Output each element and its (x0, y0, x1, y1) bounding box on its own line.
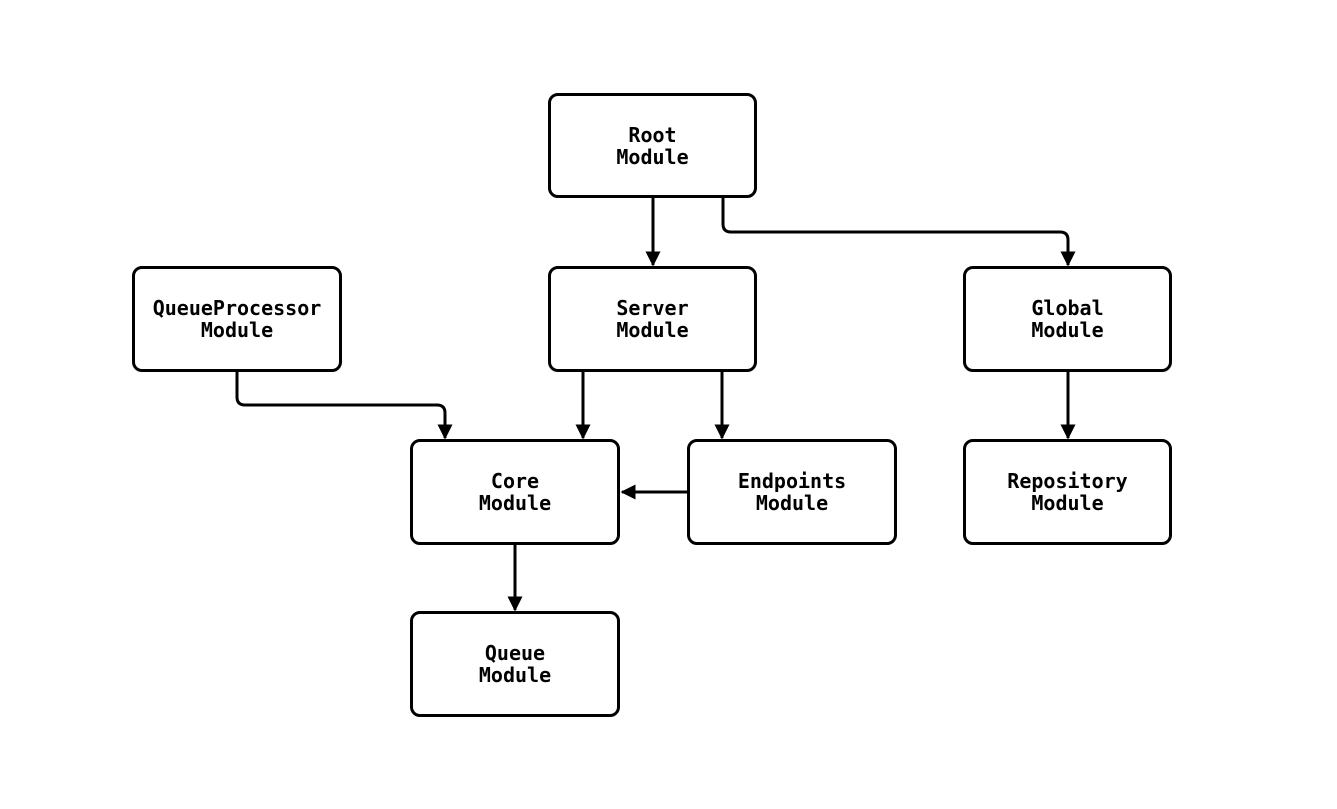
edge-root-module-to-global-module (721, 198, 1076, 267)
node-queueprocessor-module: QueueProcessor Module (132, 266, 342, 372)
node-global-module: Global Module (963, 266, 1172, 372)
node-queue-module: Queue Module (410, 611, 620, 717)
node-root-module: Root Module (548, 93, 757, 198)
node-server-module: Server Module (548, 266, 757, 372)
node-label-queue-module: Queue Module (478, 641, 552, 687)
node-label-root-module: Root Module (616, 122, 689, 169)
node-core-module: Core Module (410, 439, 620, 545)
node-label-core-module: Core Module (478, 469, 552, 515)
node-repository-module: Repository Module (963, 439, 1172, 545)
node-label-global-module: Global Module (1031, 296, 1104, 342)
node-label-repository-module: Repository Module (1007, 469, 1128, 515)
node-label-server-module: Server Module (616, 296, 689, 342)
node-endpoints-module: Endpoints Module (687, 439, 897, 545)
node-label-endpoints-module: Endpoints Module (737, 469, 847, 515)
node-label-queueprocessor-module: QueueProcessor Module (152, 296, 322, 342)
edge-queueprocessor-module-to-core-module (235, 372, 453, 440)
